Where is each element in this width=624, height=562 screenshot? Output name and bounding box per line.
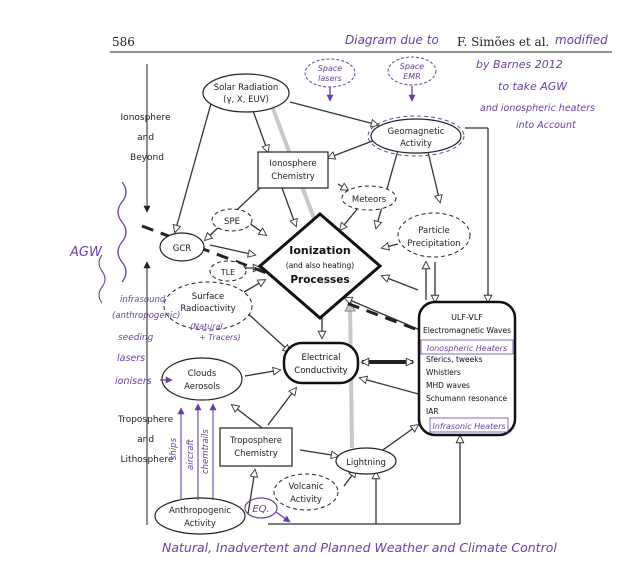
annotation-ships: ships: [169, 437, 179, 460]
node-lightning: Lightning: [335, 447, 397, 475]
annotation-natural-tracers: (Natural+ Tracers): [190, 322, 241, 342]
svg-text:IAR: IAR: [426, 407, 439, 416]
annotation-modified: modified: [555, 33, 608, 47]
region-ionosphere: Ionosphere and Beyond: [121, 113, 174, 163]
svg-text:GCR: GCR: [173, 244, 192, 254]
node-ionization: Ionization (and also heating) Processes: [257, 212, 383, 320]
annotation-lasers: lasers: [117, 353, 145, 364]
annotation-ionisers: ionisers: [115, 376, 152, 387]
annotation-infrasonic-heaters: Infrasonic Heaters: [432, 422, 505, 431]
annotation-agw: AGW: [69, 245, 103, 260]
author-citation: F. Simões et al.: [457, 35, 549, 49]
annotation-take-agw: to take AGW: [498, 80, 568, 93]
annotation-bottom-caption: Natural, Inadvertent and Planned Weather…: [162, 540, 557, 555]
annotation-chemtrails: chemtrails: [201, 429, 211, 474]
node-spe: SPE: [211, 208, 253, 232]
svg-text:SPE: SPE: [224, 217, 240, 227]
svg-text:Solar Radiation(γ, X, EUV): Solar Radiation(γ, X, EUV): [214, 83, 279, 105]
node-meteors: Meteors: [341, 185, 397, 211]
annotation-iono-heaters: and ionospheric heaters: [480, 103, 595, 114]
node-gcr: GCR: [159, 232, 205, 262]
annotation-diagram-due: Diagram due to: [345, 33, 439, 47]
svg-text:Schumann resonance: Schumann resonance: [426, 394, 507, 403]
svg-text:Whistlers: Whistlers: [426, 368, 461, 377]
node-tle: TLE: [209, 260, 247, 282]
annotation-aircraft: aircraft: [186, 439, 196, 470]
handwritten-annotations: Diagram due to modified by Barnes 2012 t…: [69, 33, 608, 555]
region-troposphere: Troposphere and Lithosphere: [117, 415, 176, 465]
svg-text:Ionization: Ionization: [289, 244, 351, 257]
annotation-eq: EQ.: [252, 504, 269, 515]
agw-wave-left: [117, 181, 127, 283]
svg-text:(and also heating): (and also heating): [286, 261, 354, 270]
agw-wave-small: [98, 254, 106, 304]
annotation-seeding: seeding: [118, 333, 154, 343]
annotation-ionospheric-heaters: Ionospheric Heaters: [427, 344, 507, 353]
annotation-into-account: into Account: [516, 120, 577, 131]
svg-text:Electromagnetic Waves: Electromagnetic Waves: [423, 326, 511, 335]
page-number: 586: [112, 35, 135, 49]
annotation-infrasound: infrasound(anthropogenic): [112, 295, 180, 321]
node-solar: Solar Radiation(γ, X, EUV): [202, 73, 290, 113]
annotation-barnes: by Barnes 2012: [476, 58, 563, 71]
svg-text:Lightning: Lightning: [346, 458, 386, 468]
svg-text:ULF-VLF: ULF-VLF: [451, 313, 483, 322]
node-ulf-vlf: ULF-VLF Electromagnetic Waves Sferics, t…: [417, 300, 517, 437]
svg-text:TLE: TLE: [220, 268, 235, 277]
svg-text:Processes: Processes: [290, 274, 349, 286]
svg-text:Meteors: Meteors: [352, 195, 387, 205]
connector-arrows: [175, 99, 488, 525]
svg-text:Sferics, tweeks: Sferics, tweeks: [426, 355, 483, 364]
svg-text:MHD waves: MHD waves: [426, 381, 470, 390]
